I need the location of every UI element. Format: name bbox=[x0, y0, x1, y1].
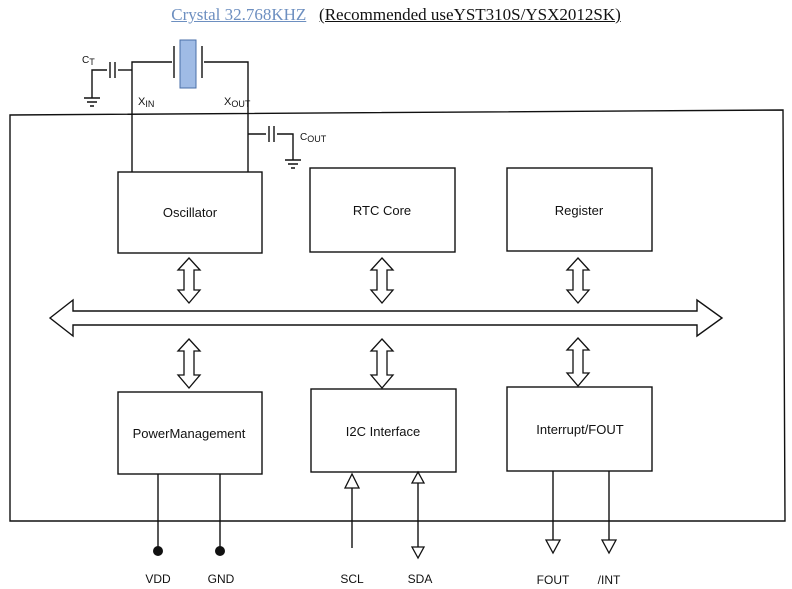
cout-ground-wire bbox=[277, 133, 294, 160]
rtc-core-label: RTC Core bbox=[353, 203, 411, 218]
rtc-core-block bbox=[309, 167, 456, 253]
oscillator-block bbox=[117, 171, 263, 254]
chip-boundary bbox=[9, 109, 786, 522]
scl-pin-label: SCL bbox=[340, 572, 364, 586]
power-management-label: PowerManagement bbox=[133, 426, 246, 441]
crystal-link[interactable]: Crystal 32.768KHZ bbox=[171, 5, 307, 24]
interrupt-bus-arrow bbox=[565, 337, 591, 388]
rtc-core-bus-arrow bbox=[369, 257, 395, 305]
xout-label: XOUT bbox=[224, 96, 251, 109]
ct-ground-icon bbox=[84, 97, 100, 107]
i2c-interface-block bbox=[310, 388, 457, 473]
power-bus-arrow bbox=[176, 338, 202, 390]
i2c-bus-arrow bbox=[369, 338, 395, 390]
power-management-block bbox=[117, 391, 263, 475]
xin-wire bbox=[131, 61, 172, 172]
crystal-icon bbox=[179, 39, 197, 89]
fout-pin-label: FOUT bbox=[537, 573, 570, 587]
cout-capacitor-icon bbox=[268, 126, 275, 142]
oscillator-label: Oscillator bbox=[163, 205, 218, 220]
scl-input-arrow-icon bbox=[343, 472, 361, 489]
sda-pin-label: SDA bbox=[408, 572, 433, 586]
vdd-pin-label: VDD bbox=[145, 572, 171, 586]
ct-label: CT bbox=[82, 55, 95, 67]
cout-ground-icon bbox=[285, 159, 301, 169]
register-block bbox=[506, 167, 653, 252]
interrupt-fout-label: Interrupt/FOUT bbox=[536, 422, 623, 437]
oscillator-bus-arrow bbox=[176, 257, 202, 305]
sda-up-arrow-icon bbox=[410, 470, 426, 484]
gnd-pin-dot bbox=[215, 546, 225, 556]
register-label: Register bbox=[555, 203, 604, 218]
diagram-caption: Crystal 32.768KHZ (Recommended useYST310… bbox=[0, 5, 792, 25]
int-output-arrow-icon bbox=[600, 539, 618, 555]
cout-label: COUT bbox=[300, 132, 327, 144]
register-bus-arrow bbox=[565, 257, 591, 305]
xout-wire bbox=[204, 61, 249, 172]
fout-output-arrow-icon bbox=[544, 539, 562, 555]
vdd-pin-dot bbox=[153, 546, 163, 556]
interrupt-fout-block bbox=[506, 386, 653, 472]
int-pin-label: /INT bbox=[598, 573, 621, 587]
internal-bus-arrow bbox=[48, 298, 724, 338]
ct-ground-wire bbox=[91, 69, 107, 98]
gnd-pin-label: GND bbox=[208, 572, 235, 586]
xin-label: XIN bbox=[138, 96, 154, 109]
i2c-interface-label: I2C Interface bbox=[346, 424, 420, 439]
recommendation-note: (Recommended useYST310S/YSX2012SK) bbox=[319, 5, 621, 24]
sda-down-arrow-icon bbox=[410, 546, 426, 560]
crystal-plates-icon bbox=[173, 46, 203, 78]
ct-capacitor-icon bbox=[109, 62, 116, 78]
